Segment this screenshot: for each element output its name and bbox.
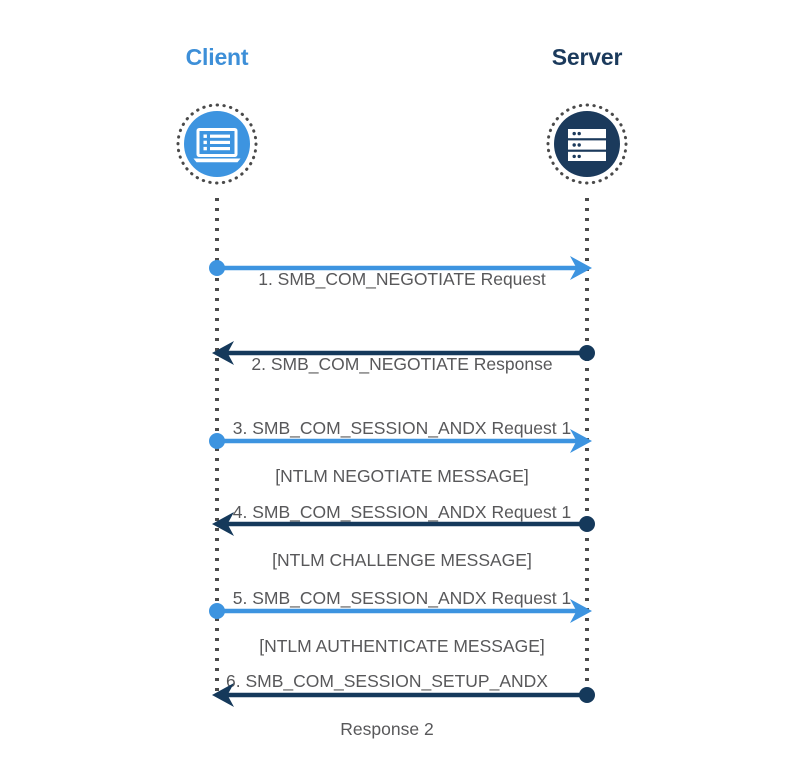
actor-icon-client xyxy=(175,102,259,186)
message-label-4-line1: 4. SMB_COM_SESSION_ANDX Request 1 xyxy=(232,502,572,522)
dotted-ring-decoration xyxy=(546,103,628,185)
message-label-4-line2: [NTLM CHALLENGE MESSAGE] xyxy=(272,550,532,570)
dotted-ring-decoration xyxy=(176,103,258,185)
lifeline-dots xyxy=(585,198,589,698)
message-label-4: 4. SMB_COM_SESSION_ANDX Request 1 [NTLM … xyxy=(217,476,587,596)
actor-title-client: Client xyxy=(185,44,249,70)
server-rack-icon xyxy=(568,129,606,161)
message-label-3: 3. SMB_COM_SESSION_ANDX Request 1 [NTLM … xyxy=(217,392,587,512)
message-label-3-line2: [NTLM NEGOTIATE MESSAGE] xyxy=(275,466,529,486)
message-label-2: 2. SMB_COM_NEGOTIATE Response xyxy=(217,328,587,376)
message-label-6-line2: Response 2 xyxy=(340,719,434,739)
message-label-5-line2: [NTLM AUTHENTICATE MESSAGE] xyxy=(259,636,545,656)
actor-icon-server xyxy=(545,102,629,186)
lifeline-server xyxy=(585,198,589,698)
actor-title-server: Server xyxy=(551,44,623,70)
message-label-3-line1: 3. SMB_COM_SESSION_ANDX Request 1 xyxy=(232,418,572,438)
message-label-2-line1: 2. SMB_COM_NEGOTIATE Response xyxy=(251,354,553,374)
laptop-list-icon xyxy=(193,128,241,163)
message-label-5-line1: 5. SMB_COM_SESSION_ANDX Request 1 xyxy=(232,588,572,608)
message-label-5: 5. SMB_COM_SESSION_ANDX Request 1 [NTLM … xyxy=(217,562,587,682)
message-label-1: 1. SMB_COM_NEGOTIATE Request xyxy=(217,243,587,291)
message-label-1-line1: 1. SMB_COM_NEGOTIATE Request xyxy=(258,269,546,289)
